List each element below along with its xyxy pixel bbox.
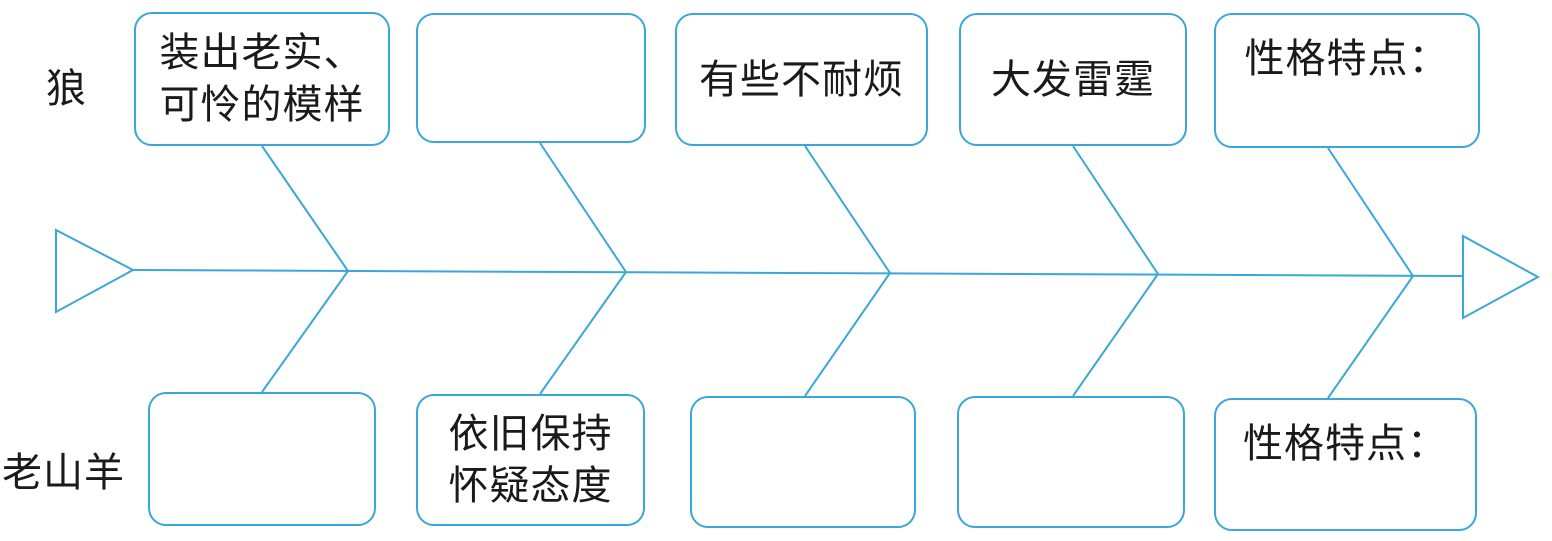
bone-bottom-3	[804, 272, 891, 397]
goat-box-3	[690, 396, 916, 528]
spine-line	[132, 269, 1464, 277]
bone-top-1	[261, 145, 349, 272]
row-label-wolf: 狼	[46, 66, 87, 112]
bone-top-3	[804, 145, 891, 274]
goat-box-4	[957, 396, 1185, 528]
goat-box-2: 依旧保持 怀疑态度	[416, 394, 645, 526]
wolf-box-4: 大发雷霆	[959, 13, 1187, 146]
goat-box-1	[148, 392, 376, 526]
wolf-trait-box: 性格特点：	[1214, 13, 1480, 148]
tail-arrow	[55, 228, 136, 314]
wolf-box-3: 有些不耐烦	[675, 13, 928, 146]
bone-top-2	[539, 142, 627, 273]
head-arrow	[1462, 234, 1541, 320]
row-label-goat: 老山羊	[2, 450, 125, 496]
wolf-box-2	[416, 13, 646, 143]
bone-top-5	[1327, 147, 1414, 277]
bone-bottom-1	[261, 270, 349, 393]
bone-bottom-2	[539, 271, 627, 395]
bone-top-4	[1072, 145, 1159, 275]
bone-bottom-4	[1072, 273, 1159, 397]
bone-bottom-5	[1327, 275, 1414, 399]
goat-trait-box: 性格特点：	[1214, 398, 1477, 531]
wolf-box-1: 装出老实、 可怜的模样	[134, 12, 390, 146]
